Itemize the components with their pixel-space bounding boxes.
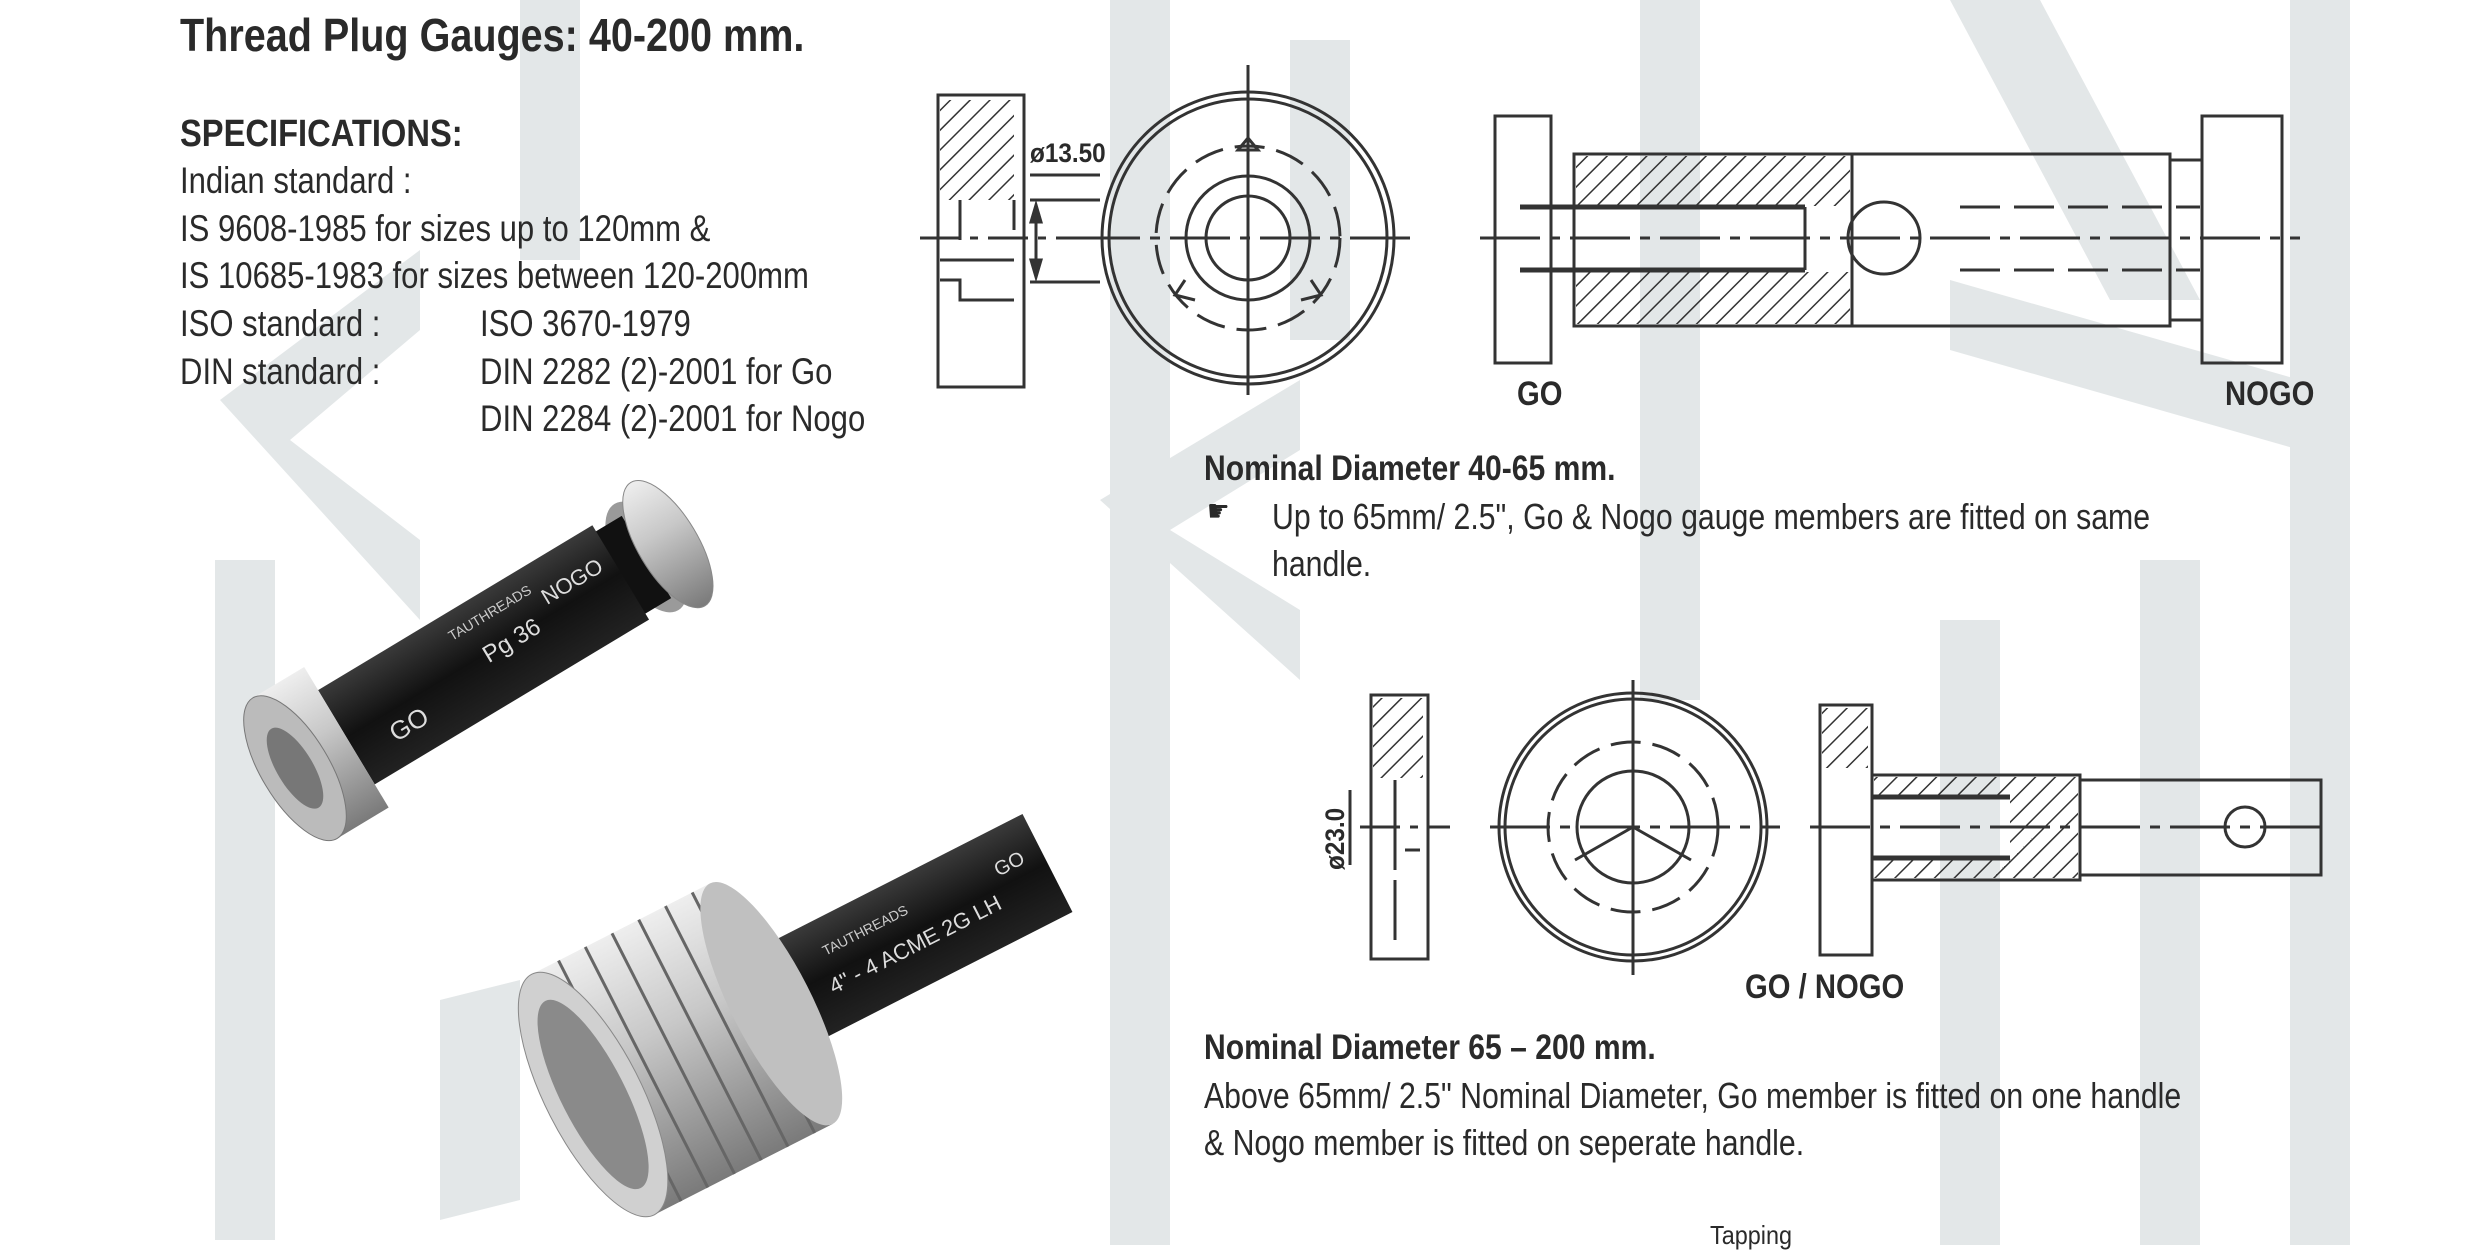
iso-standard-label: ISO standard :	[180, 303, 381, 344]
go-label: GO	[1517, 375, 1563, 413]
top-assembly-view	[1480, 114, 2300, 365]
section-text: handle.	[1272, 543, 1372, 584]
din-standard-label: DIN standard :	[180, 351, 381, 392]
go-nogo-label: GO / NOGO	[1745, 968, 1905, 1006]
dimension-label-bottom: ø23.0	[1320, 807, 1350, 870]
specifications-heading: SPECIFICATIONS:	[180, 113, 463, 155]
indian-standard-line: IS 9608-1985 for sizes up to 120mm &	[180, 208, 711, 249]
photo-go-nogo-gauge: GO Pg 36 NOGO TAUTHREADS	[243, 479, 714, 842]
section-heading-40-65: Nominal Diameter 40-65 mm.	[1204, 449, 1616, 488]
section-heading-65-200: Nominal Diameter 65 – 200 mm.	[1204, 1028, 1656, 1067]
top-side-view	[920, 93, 1100, 389]
pointing-hand-icon: ☛	[1207, 495, 1230, 528]
bottom-end-view	[1490, 680, 1780, 975]
page-title: Thread Plug Gauges: 40-200 mm.	[180, 9, 805, 61]
photo-acme-go-gauge: 4" - 4 ACME 2G LH GO TAUTHREADS	[517, 813, 1073, 1218]
section-text: Above 65mm/ 2.5" Nominal Diameter, Go me…	[1204, 1075, 2182, 1116]
bottom-assembly-view	[1810, 703, 2330, 957]
footer-text: Tapping	[1710, 1220, 1792, 1250]
bottom-side-view	[1348, 693, 1450, 961]
nogo-label: NOGO	[2225, 375, 2315, 413]
section-text: & Nogo member is fitted on seperate hand…	[1204, 1122, 1805, 1163]
indian-standard-label: Indian standard :	[180, 160, 412, 201]
section-text: Up to 65mm/ 2.5", Go & Nogo gauge member…	[1272, 496, 2151, 537]
top-end-view	[1080, 65, 1420, 395]
dimension-label-top: ø13.50	[1030, 138, 1106, 168]
watermark	[215, 0, 2350, 1245]
indian-standard-line: IS 10685-1983 for sizes between 120-200m…	[180, 255, 809, 296]
din-standard-value: DIN 2284 (2)-2001 for Nogo	[480, 398, 866, 439]
iso-standard-value: ISO 3670-1979	[480, 303, 691, 344]
din-standard-value: DIN 2282 (2)-2001 for Go	[480, 351, 833, 392]
